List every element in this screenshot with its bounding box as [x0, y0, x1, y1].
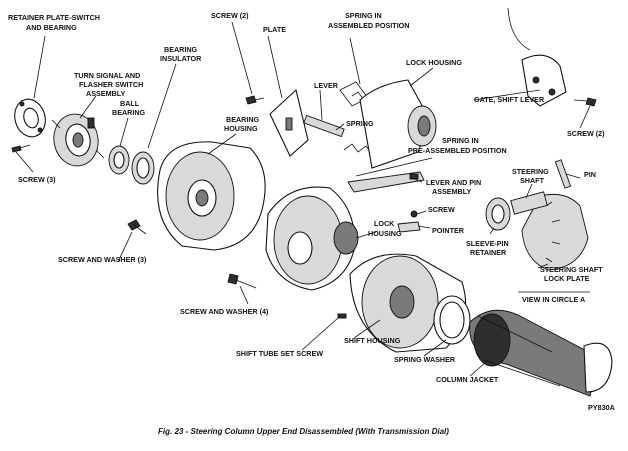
label-bearing-housing: BEARING HOUSING — [224, 115, 261, 133]
label-spring-washer: SPRING WASHER — [394, 355, 456, 364]
label-turn-signal: TURN SIGNAL AND FLASHER SWITCH ASSEMBLY — [74, 71, 145, 98]
parts-drawing — [11, 7, 613, 397]
label-screw-washer3: SCREW AND WASHER (3) — [58, 255, 147, 264]
gate-shift-lever-part — [507, 7, 567, 107]
plate-part — [245, 88, 309, 157]
spring-washer-part — [433, 295, 471, 345]
label-spring-assembled: SPRING IN ASSEMBLED POSITION — [328, 11, 409, 30]
column-jacket-part — [469, 309, 613, 397]
figure-caption: Fig. 23 - Steering Column Upper End Disa… — [158, 427, 449, 436]
label-plate: PLATE — [263, 25, 286, 34]
lock-housing-top-part — [359, 79, 437, 169]
label-lever: LEVER — [314, 81, 339, 90]
retainer-plate-part — [14, 98, 46, 138]
label-steering-shaft-lock: STEERING SHAFT LOCK PLATE — [540, 265, 605, 283]
label-screw: SCREW — [428, 205, 455, 214]
bearing-housing-part — [157, 141, 266, 251]
shift-tube-screw-part — [337, 313, 347, 319]
screw-washer4-part — [227, 273, 257, 289]
label-steering-shaft: STEERING SHAFT — [512, 167, 551, 185]
label-screw3: SCREW (3) — [18, 175, 56, 184]
lock-housing-mid-part — [265, 186, 359, 291]
label-lever-pin: LEVER AND PIN ASSEMBLY — [426, 178, 483, 196]
label-sleeve-pin: SLEEVE-PIN RETAINER — [466, 239, 511, 257]
label-view-circle-a: VIEW IN CIRCLE A — [522, 295, 585, 304]
label-pin: PIN — [584, 170, 596, 179]
label-bearing-insulator: BEARING INSULATOR — [160, 45, 202, 63]
screw-washer3-part — [127, 219, 147, 235]
label-shift-tube: SHIFT TUBE SET SCREW — [236, 349, 323, 358]
label-ball-bearing: BALL BEARING — [112, 99, 146, 117]
label-pointer: POINTER — [432, 226, 465, 235]
label-lock-housing-top: LOCK HOUSING — [406, 58, 462, 67]
turn-signal-switch-part — [51, 113, 105, 167]
pointer-part — [397, 210, 421, 233]
label-code: PY830A — [588, 403, 615, 412]
label-lock-housing-mid: LOCK HOUSING — [368, 219, 402, 238]
view-circle-a-parts — [485, 159, 589, 271]
label-retainer-plate: RETAINER PLATE-SWITCH AND BEARING — [8, 13, 102, 32]
label-column-jacket: COLUMN JACKET — [436, 375, 499, 384]
screw3-part — [11, 144, 31, 153]
bearing-insulator-part — [131, 151, 155, 185]
label-screw2-right: SCREW (2) — [567, 129, 605, 138]
label-screw2-top: SCREW (2) — [211, 11, 249, 20]
ball-bearing-part — [108, 145, 130, 175]
label-shift-housing: SHIFT HOUSING — [344, 336, 401, 345]
label-screw-washer4: SCREW AND WASHER (4) — [180, 307, 269, 316]
screw2-right-part — [573, 97, 597, 107]
callout-labels: RETAINER PLATE-SWITCH AND BEARING SCREW … — [8, 11, 615, 436]
leader-lines — [15, 21, 591, 377]
label-gate-shift-lever: GATE, SHIFT LEVER — [474, 95, 545, 104]
label-spring: SPRING — [346, 119, 374, 128]
label-spring-preassembled: SPRING IN PRE-ASSEMBLED POSITION — [408, 136, 507, 155]
